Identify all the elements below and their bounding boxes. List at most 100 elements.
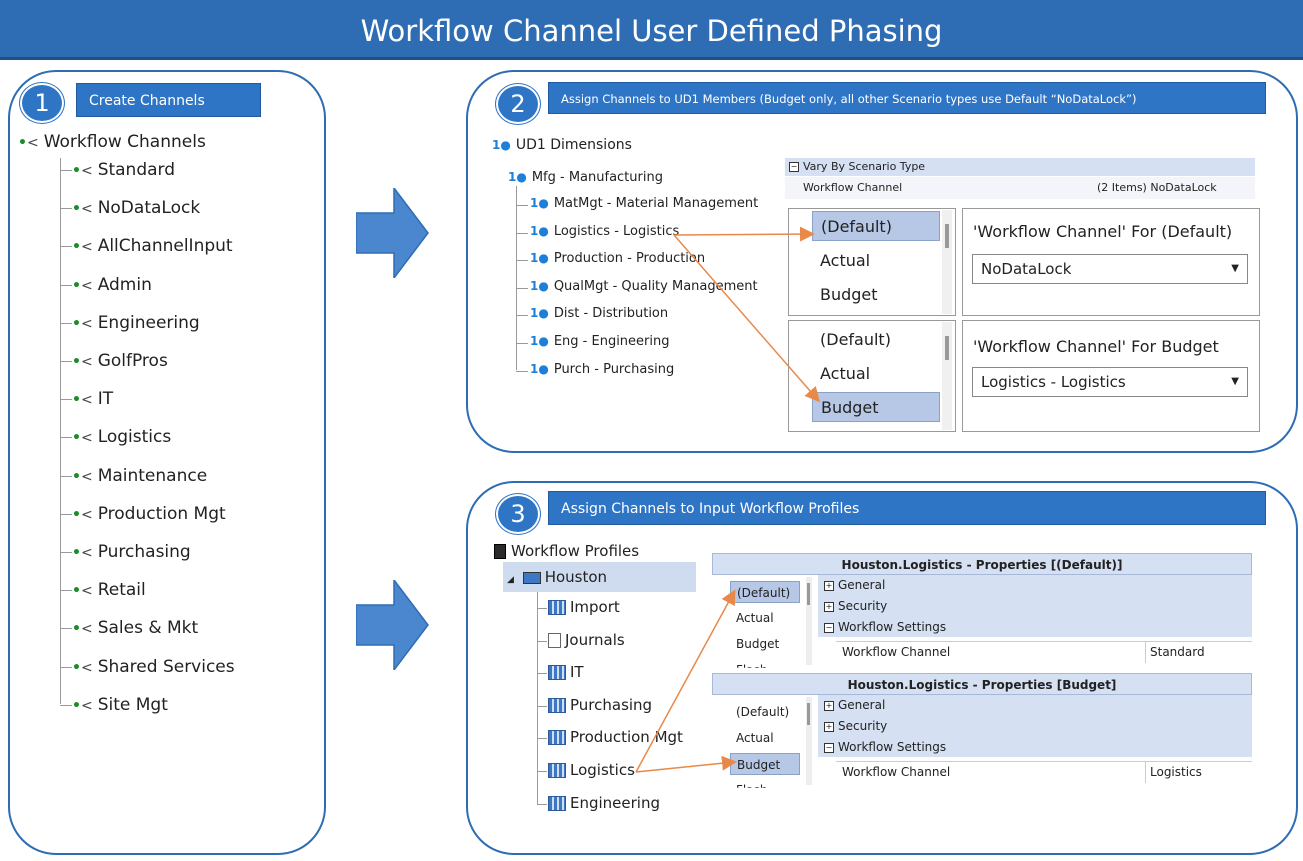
channel-label: Site Mgt	[97, 694, 168, 715]
ud1-parent-label: Mfg - Manufacturing	[531, 170, 663, 185]
tree-connector	[537, 608, 547, 609]
expand-icon[interactable]: +	[824, 721, 834, 732]
channel-dropdown-value: Logistics - Logistics	[981, 373, 1126, 391]
ud1-member[interactable]: 1●MatMgt - Material Management	[530, 196, 758, 211]
profile-item[interactable]: IT	[548, 663, 584, 681]
profile-item[interactable]: Engineering	[548, 794, 660, 812]
divider	[1145, 761, 1146, 783]
expand-icon[interactable]: +	[824, 601, 834, 612]
property-section[interactable]: +General	[824, 578, 885, 592]
channel-label: Standard	[97, 160, 176, 180]
ud1-member[interactable]: 1●Eng - Engineering	[530, 334, 670, 349]
scenario-item-actual[interactable]: Actual	[820, 364, 871, 383]
channel-label: GolfPros	[97, 351, 168, 371]
profile-item[interactable]: Purchasing	[548, 696, 652, 714]
collapse-icon[interactable]: −	[789, 162, 799, 172]
scenario-item[interactable]: Actual	[736, 611, 774, 625]
property-row	[836, 761, 1252, 784]
ud1-root[interactable]: 1●UD1 Dimensions	[492, 137, 632, 153]
channel-item[interactable]: •<Retail	[72, 580, 146, 600]
channel-item[interactable]: •<Site Mgt	[72, 695, 168, 715]
step-3-header: Assign Channels to Input Workflow Profil…	[548, 491, 1266, 525]
workflow-profiles-icon	[494, 544, 506, 559]
channel-label: IT	[97, 389, 114, 410]
property-section[interactable]: −Workflow Settings	[824, 740, 946, 754]
channel-item[interactable]: •<Shared Services	[72, 657, 235, 677]
member-icon: 1●	[530, 361, 549, 376]
channel-item[interactable]: •<Maintenance	[72, 466, 207, 486]
tree-connector	[60, 158, 61, 704]
profile-parent-label: Houston	[544, 568, 608, 586]
scenario-item-budget[interactable]: Budget	[820, 285, 878, 304]
property-sections	[818, 575, 1252, 637]
channel-item[interactable]: •<Sales & Mkt	[72, 618, 198, 638]
scenario-item[interactable]: Budget	[730, 753, 800, 775]
profile-parent-houston[interactable]: ◢ Houston	[503, 562, 696, 592]
channel-item[interactable]: •<Logistics	[72, 427, 171, 447]
channel-icon: •<	[72, 354, 93, 370]
channel-item[interactable]: •<Purchasing	[72, 542, 191, 562]
scenario-item-budget[interactable]: Budget	[812, 392, 940, 422]
channels-root[interactable]: •<Workflow Channels	[18, 132, 206, 152]
channel-dropdown-budget[interactable]: Logistics - Logistics ▼	[972, 367, 1248, 397]
step-1-badge: 1	[20, 83, 64, 123]
profile-item[interactable]: Logistics	[548, 761, 635, 779]
property-section[interactable]: −Workflow Settings	[824, 620, 946, 634]
channel-item[interactable]: •<Engineering	[72, 313, 200, 333]
property-section[interactable]: +General	[824, 698, 885, 712]
scenario-item-default[interactable]: (Default)	[812, 211, 940, 241]
channel-item[interactable]: •<IT	[72, 389, 113, 409]
vary-value: (2 Items) NoDataLock	[1097, 181, 1217, 194]
scrollbar[interactable]	[942, 210, 952, 314]
scenario-item-default[interactable]: (Default)	[820, 330, 891, 349]
collapse-icon[interactable]: −	[824, 742, 834, 753]
channel-icon: •<	[72, 545, 93, 561]
scrollbar[interactable]	[942, 322, 952, 430]
scrollbar[interactable]	[806, 577, 812, 665]
ud1-member-label: MatMgt - Material Management	[553, 196, 759, 211]
tree-connector	[516, 287, 528, 289]
profiles-root[interactable]: Workflow Profiles	[494, 542, 639, 560]
channel-item[interactable]: •<NoDataLock	[72, 198, 200, 218]
channel-dropdown-default[interactable]: NoDataLock ▼	[972, 254, 1248, 284]
property-value[interactable]: Standard	[1150, 645, 1205, 659]
channel-item[interactable]: •<AllChannelInput	[72, 236, 233, 256]
property-section[interactable]: +Security	[824, 599, 887, 613]
channel-item[interactable]: •<GolfPros	[72, 351, 168, 371]
channel-item[interactable]: •<Admin	[72, 275, 152, 295]
ud1-member[interactable]: 1●Dist - Distribution	[530, 306, 668, 321]
ud1-parent[interactable]: 1●Mfg - Manufacturing	[508, 170, 663, 185]
scenario-item[interactable]: Budget	[736, 637, 780, 651]
expand-arrow-icon[interactable]: ◢	[507, 575, 514, 585]
channel-item[interactable]: •<Standard	[72, 160, 175, 180]
ud1-member[interactable]: 1●Production - Production	[530, 251, 705, 266]
ud1-member[interactable]: 1●Purch - Purchasing	[530, 362, 674, 377]
property-section[interactable]: + Security	[824, 719, 887, 733]
profile-item[interactable]: Production Mgt	[548, 728, 683, 746]
expand-icon[interactable]: +	[824, 700, 834, 711]
collapse-icon[interactable]: −	[824, 622, 834, 633]
profile-item[interactable]: Import	[548, 598, 620, 616]
scenario-item[interactable]: Flash	[736, 663, 768, 677]
expand-icon[interactable]: +	[824, 580, 834, 591]
channel-label: Retail	[97, 580, 146, 601]
ud1-member[interactable]: 1●Logistics - Logistics	[530, 224, 679, 239]
scrollbar[interactable]	[806, 697, 812, 785]
scenario-item-actual[interactable]: Actual	[820, 251, 871, 270]
scenario-item[interactable]: (Default)	[736, 705, 790, 719]
profile-label: Import	[570, 598, 620, 616]
chevron-down-icon: ▼	[1231, 263, 1239, 274]
scenario-item[interactable]: Flash	[736, 783, 768, 797]
channel-label: Purchasing	[97, 542, 191, 562]
property-value[interactable]: Logistics	[1150, 765, 1202, 779]
tree-connector	[537, 673, 547, 675]
vary-by-scenario-header: −Vary By Scenario Type	[785, 158, 1255, 176]
scenario-item[interactable]: Actual	[736, 731, 774, 745]
flow-arrow-1	[356, 188, 429, 278]
section-label: Security	[838, 719, 888, 733]
tree-connector	[516, 260, 528, 262]
channel-item[interactable]: •<Production Mgt	[72, 504, 226, 524]
profile-item[interactable]: Journals	[548, 631, 625, 649]
scenario-item[interactable]: (Default)	[730, 581, 800, 603]
ud1-member[interactable]: 1●QualMgt - Quality Management	[530, 279, 758, 294]
